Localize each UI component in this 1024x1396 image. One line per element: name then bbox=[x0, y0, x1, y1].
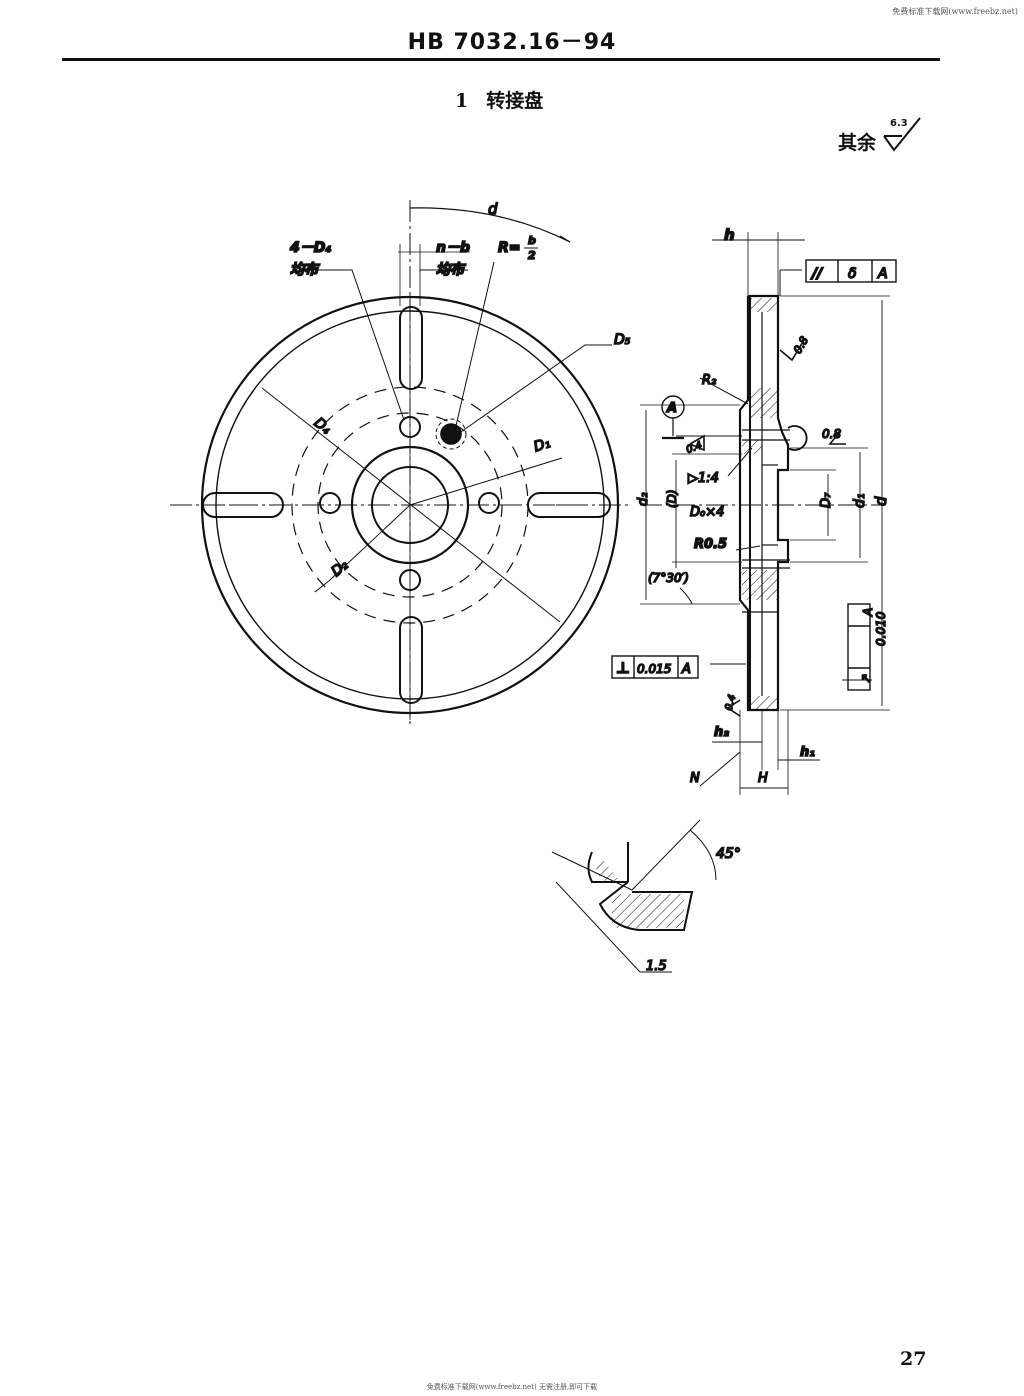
slot-top bbox=[399, 306, 423, 390]
flatness-value: δ bbox=[848, 266, 857, 282]
roughness-0.4-left: 0.4 bbox=[685, 440, 704, 456]
label-4-D4-dist: 均布 bbox=[290, 261, 320, 278]
label-h2: h₂ bbox=[714, 725, 729, 740]
label-h1: h₁ bbox=[800, 745, 815, 760]
label-n-b-dist: 均布 bbox=[436, 261, 466, 278]
hole-bottom bbox=[399, 569, 421, 591]
pin-hole-D5 bbox=[440, 423, 462, 445]
watermark-top: 免费标准下载网(www.freebz.net) bbox=[892, 7, 1018, 16]
perpendicularity-value: 0.015 bbox=[637, 662, 671, 676]
roughness-value: 6.3 bbox=[890, 118, 908, 129]
label-angle-45: 45° bbox=[716, 846, 741, 862]
front-view bbox=[170, 200, 632, 728]
section-title: 1 转接盘 bbox=[455, 86, 543, 113]
roughness-0.8-right: 0.8 bbox=[822, 427, 841, 441]
flatness-symbol: // bbox=[810, 266, 824, 282]
perpendicularity-datum: A bbox=[681, 662, 691, 677]
label-R0.5: R0.5 bbox=[694, 537, 727, 552]
label-angle-7-30: (7°30′) bbox=[648, 571, 689, 585]
label-R: R= bbox=[498, 240, 521, 256]
label-D5: D₅ bbox=[614, 332, 631, 348]
hub-outer bbox=[350, 445, 470, 565]
label-d2: d₂ bbox=[636, 493, 651, 506]
datum-A-label: A bbox=[666, 401, 677, 416]
label-d-top: d bbox=[488, 200, 498, 218]
label-D-paren: (D) bbox=[665, 489, 679, 508]
label-R-num: b bbox=[528, 234, 536, 247]
label-R-den: 2 bbox=[528, 249, 536, 262]
label-n-b: n－b bbox=[436, 240, 470, 256]
rim-inner-edge bbox=[215, 310, 605, 700]
roughness-0.8-top: 0.8 bbox=[791, 334, 811, 356]
slot-right bbox=[527, 492, 611, 518]
general-roughness-note: 其余 bbox=[838, 128, 876, 155]
label-h: h bbox=[724, 226, 735, 244]
roughness-0.4-bottom: 0.4 bbox=[724, 694, 739, 712]
watermark-bottom: 免费标准下载网(www.freebz.net) 无需注册,即可下载 bbox=[426, 1383, 598, 1391]
label-R2: R₂ bbox=[702, 373, 716, 388]
label-taper: ▷1:4 bbox=[688, 471, 719, 486]
label-d1: d₁ bbox=[852, 494, 868, 509]
slot-left bbox=[202, 492, 284, 518]
flatness-datum: A bbox=[877, 266, 888, 282]
runout-value: 0.010 bbox=[874, 611, 888, 646]
roughness-symbol-icon bbox=[883, 117, 921, 152]
hub-bore bbox=[371, 466, 449, 544]
label-D2: D₂ bbox=[328, 557, 351, 580]
section-title-text: 转接盘 bbox=[486, 90, 544, 112]
label-N: N bbox=[690, 771, 700, 786]
perpendicularity-symbol: ⊥ bbox=[616, 659, 630, 677]
standard-code: HB 7032.16－94 bbox=[407, 30, 617, 55]
slot-bottom bbox=[399, 616, 423, 704]
label-1.5: 1.5 bbox=[646, 959, 667, 974]
label-H: H bbox=[758, 771, 768, 786]
roughness-label: 其余 bbox=[838, 132, 877, 154]
label-D1: D₁ bbox=[532, 435, 553, 455]
runout-symbol: ↗ bbox=[859, 673, 874, 684]
hole-right bbox=[478, 492, 500, 514]
label-D0x4: D₀×4 bbox=[690, 505, 724, 520]
hole-top bbox=[399, 416, 421, 438]
label-4-D4: 4－D₄ bbox=[289, 240, 332, 256]
hole-left bbox=[319, 492, 341, 514]
page-number: 27 bbox=[900, 1348, 927, 1370]
label-d-right: d bbox=[872, 496, 890, 506]
detail-N bbox=[551, 819, 717, 973]
label-D7: D₇ bbox=[819, 492, 834, 508]
section-view bbox=[611, 232, 897, 795]
section-number: 1 bbox=[455, 90, 469, 112]
header-rule bbox=[62, 58, 940, 61]
runout-datum: A bbox=[861, 608, 875, 617]
